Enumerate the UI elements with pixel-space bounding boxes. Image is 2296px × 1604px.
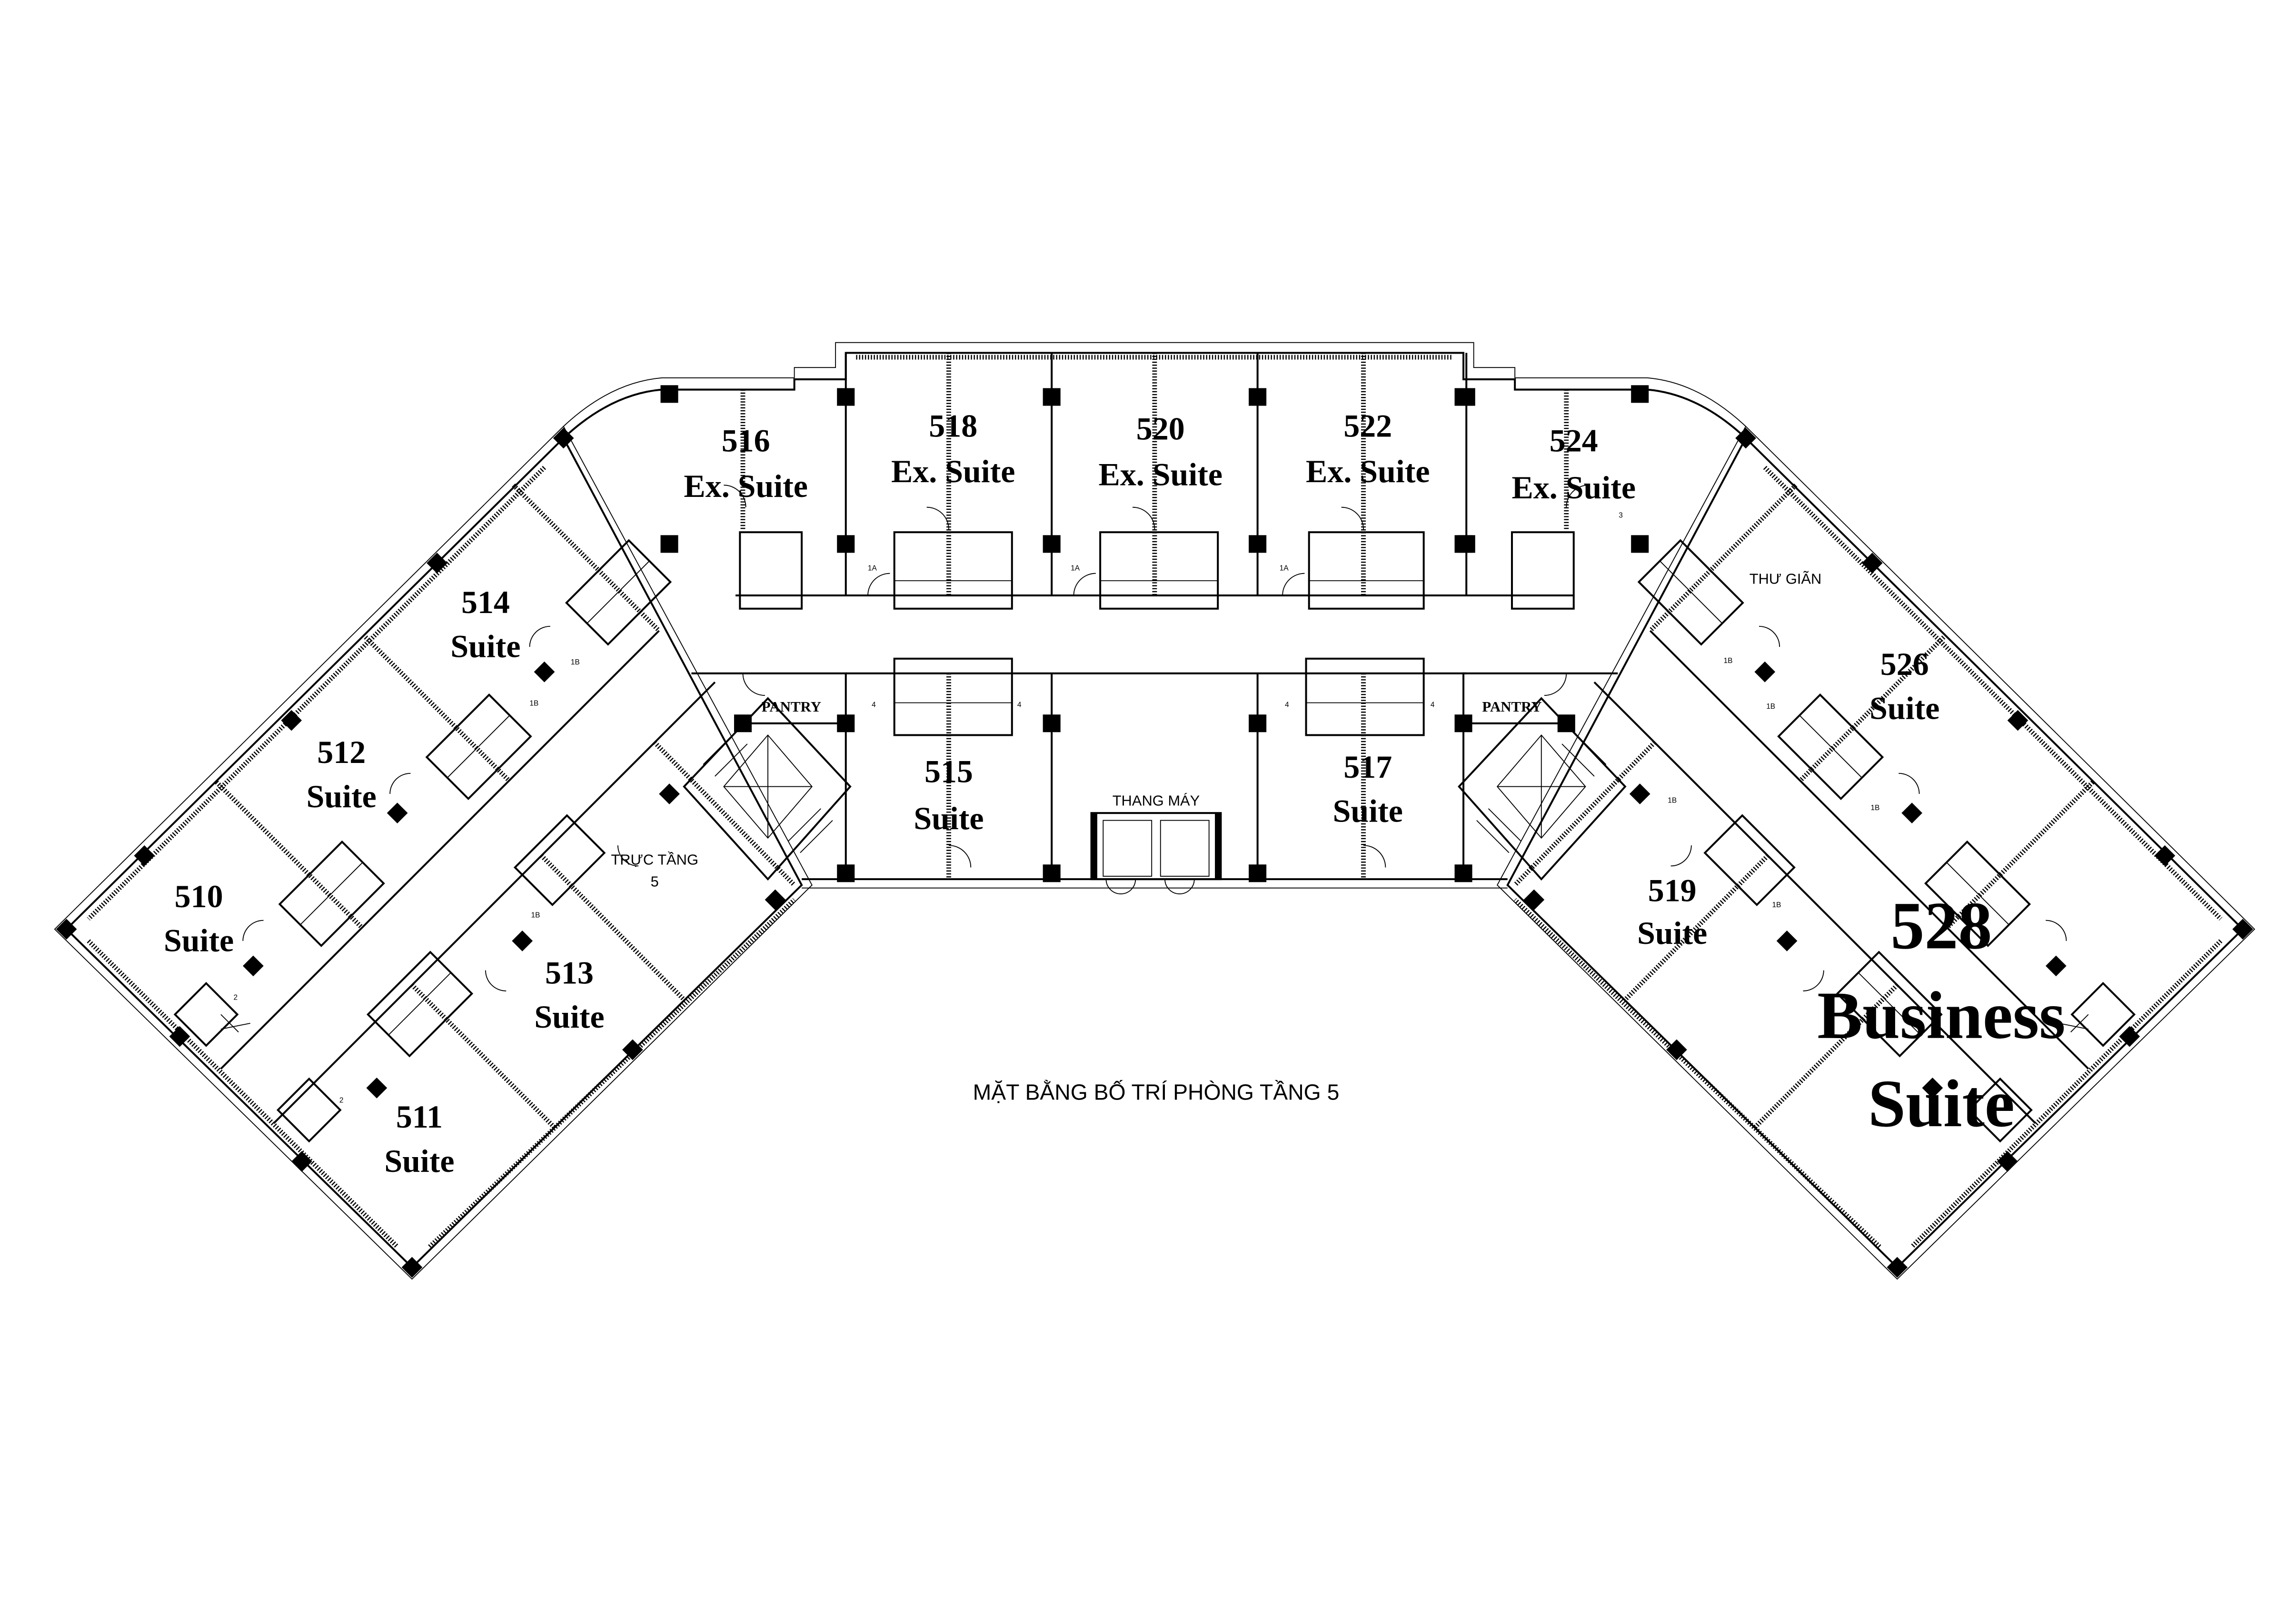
room-518-number: 518	[929, 407, 977, 444]
room-519-type: Suite	[1637, 915, 1707, 951]
tag: 1A	[1280, 564, 1289, 572]
room-516-type: Ex. Suite	[684, 468, 807, 504]
tag: 1B	[1766, 703, 1775, 711]
room-513-number: 513	[545, 954, 594, 990]
left-wing	[55, 385, 855, 1279]
room-511-type: Suite	[384, 1143, 454, 1179]
room-517-type: Suite	[1333, 793, 1403, 829]
room-517-number: 517	[1343, 749, 1392, 785]
floor-duty-number: 5	[651, 873, 659, 890]
elevator-icon	[1090, 812, 1222, 894]
room-522-type: Ex. Suite	[1306, 453, 1430, 489]
tag: 1A	[868, 564, 877, 572]
room-512-type: Suite	[307, 778, 377, 814]
room-528-type-line1: Business	[1817, 978, 2065, 1053]
central-block	[563, 342, 1747, 894]
room-528-type-line2: Suite	[1868, 1066, 2015, 1141]
plan-title: MẶT BẰNG BỐ TRÍ PHÒNG TẦNG 5	[973, 1080, 1340, 1105]
tag: 1B	[529, 700, 538, 708]
room-512-number: 512	[317, 734, 366, 770]
tag: 1B	[531, 911, 540, 919]
room-526-type: Suite	[1869, 690, 1939, 726]
tag: 4	[872, 701, 876, 709]
room-526-number: 526	[1880, 646, 1929, 682]
room-522-number: 522	[1343, 407, 1392, 444]
room-524-type: Ex. Suite	[1511, 469, 1635, 505]
room-515-type: Suite	[914, 800, 984, 836]
pantry-left-label: PANTRY	[762, 698, 821, 715]
room-519-number: 519	[1648, 872, 1697, 909]
room-514-number: 514	[461, 584, 510, 620]
room-516-number: 516	[722, 422, 770, 458]
relax-area-label: THƯ GIÃN	[1749, 570, 1822, 587]
room-528-number: 528	[1890, 888, 1992, 963]
tag: 1B	[1772, 901, 1781, 909]
room-510-type: Suite	[164, 922, 234, 959]
tag: 4	[1431, 701, 1435, 709]
tag: 1B	[571, 658, 580, 666]
room-513-type: Suite	[534, 999, 604, 1035]
right-wing	[1455, 385, 2255, 1279]
floor-duty-label: TRỰC TẦNG	[611, 851, 698, 868]
tag: 1A	[1071, 564, 1080, 572]
room-510-number: 510	[175, 878, 223, 914]
tag: 1B	[1668, 797, 1677, 805]
room-515-number: 515	[924, 753, 973, 789]
room-514-type: Suite	[450, 628, 520, 664]
tag: 4	[1285, 701, 1289, 709]
elevator-label: THANG MÁY	[1113, 792, 1200, 809]
tag: 4	[1017, 701, 1022, 709]
room-520-type: Ex. Suite	[1099, 456, 1223, 492]
room-524-number: 524	[1550, 422, 1598, 458]
tag: 1B	[1871, 804, 1880, 812]
room-511-number: 511	[396, 1099, 443, 1135]
tag: 3	[1619, 511, 1623, 519]
tag: 1B	[1724, 657, 1733, 665]
room-518-type: Ex. Suite	[891, 453, 1015, 489]
tag: 2	[339, 1097, 344, 1105]
room-520-number: 520	[1136, 411, 1185, 447]
pantry-right-label: PANTRY	[1482, 698, 1541, 715]
tag: 2	[234, 993, 238, 1001]
